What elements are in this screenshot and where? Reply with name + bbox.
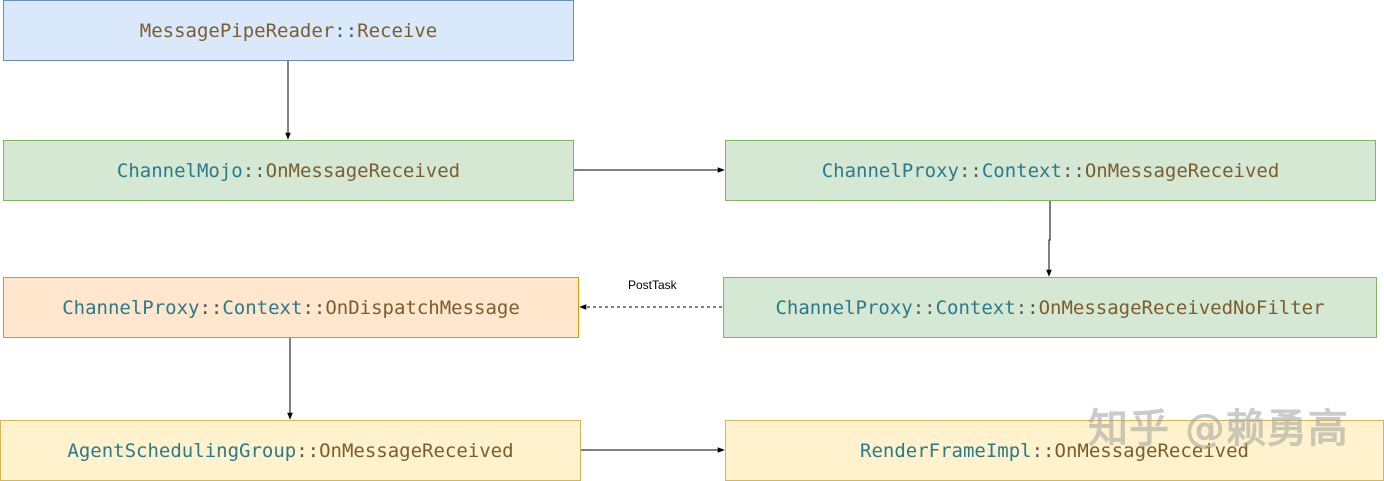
node-text-part: Context <box>222 296 303 319</box>
node-text-part: :: <box>334 19 358 42</box>
posttask-label: PostTask <box>628 278 677 292</box>
node-text-part: OnMessageReceived <box>319 439 514 462</box>
node-text-part: ChannelProxy <box>775 296 913 319</box>
node-text-part: OnMessageReceived <box>1084 159 1280 182</box>
node-text-part: OnDispatchMessage <box>325 296 520 319</box>
node-text-part: :: <box>302 296 326 319</box>
node-context-onmessagereceivednofilter: ChannelProxy::Context::OnMessageReceived… <box>723 277 1377 338</box>
node-text-part: :: <box>242 159 266 182</box>
node-text-part: :: <box>1015 296 1039 319</box>
edge-context-received-to-nofilter <box>1046 201 1052 277</box>
node-text-part: :: <box>199 296 223 319</box>
node-renderframeimpl-onmessagereceived: RenderFrameImpl::OnMessageReceived <box>725 420 1384 481</box>
node-text-part: Context <box>981 159 1062 182</box>
node-text-part: AgentSchedulingGroup <box>67 439 297 462</box>
node-agentschedulinggroup-onmessagereceived: AgentSchedulingGroup::OnMessageReceived <box>0 420 581 481</box>
node-text-part: ChannelMojo <box>116 159 243 182</box>
node-text-part: OnMessageReceived <box>265 159 461 182</box>
node-text-part: MessagePipeReader <box>139 19 335 42</box>
node-text-part: :: <box>1061 159 1085 182</box>
node-text-part: ChannelProxy <box>821 159 959 182</box>
node-text-part: Context <box>935 296 1016 319</box>
node-text-part: :: <box>296 439 320 462</box>
node-text-part: OnMessageReceived <box>1054 439 1249 462</box>
node-text-part: OnMessageReceivedNoFilter <box>1038 296 1325 319</box>
node-messagepipereader-receive: MessagePipeReader::Receive <box>3 0 574 61</box>
node-channelmojo-onmessagereceived: ChannelMojo::OnMessageReceived <box>3 140 574 201</box>
node-text-part: Receive <box>357 19 438 42</box>
node-text-part: :: <box>958 159 982 182</box>
node-context-onmessagereceived: ChannelProxy::Context::OnMessageReceived <box>725 140 1376 201</box>
node-text-part: RenderFrameImpl <box>860 439 1032 462</box>
node-text-part: :: <box>912 296 936 319</box>
node-text-part: :: <box>1031 439 1055 462</box>
node-context-ondispatchmessage: ChannelProxy::Context::OnDispatchMessage <box>3 277 579 338</box>
node-text-part: ChannelProxy <box>62 296 200 319</box>
watermark: 知乎 @赖勇高 <box>1088 406 1349 452</box>
